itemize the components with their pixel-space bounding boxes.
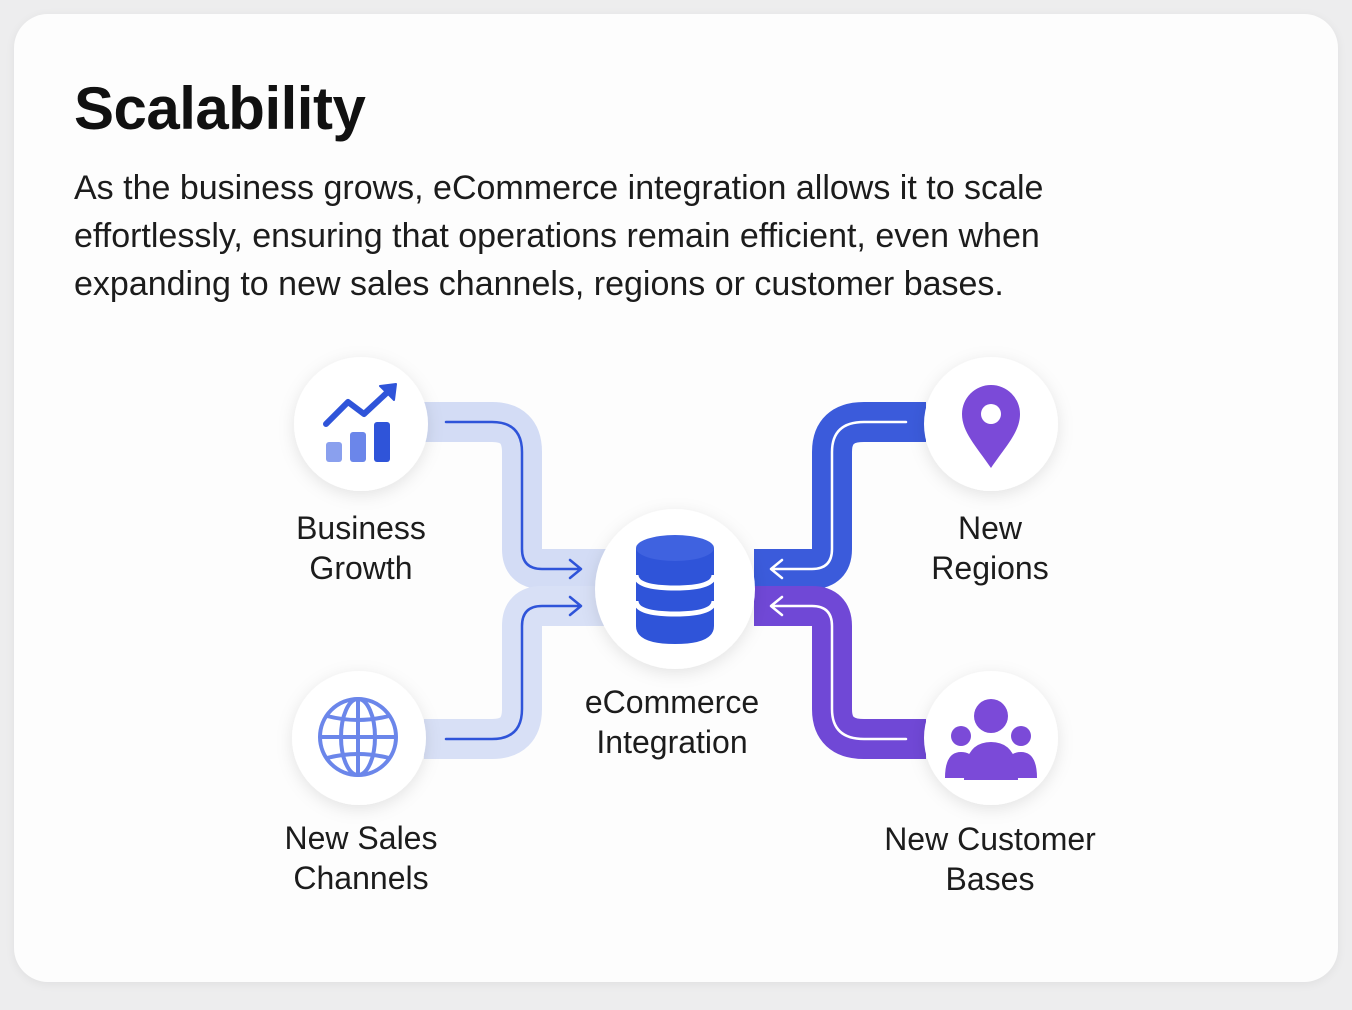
ecommerce-integration-label-line2: Integration [596, 724, 748, 760]
new-sales-channels-label-line1: New Sales [284, 820, 438, 856]
page-description: As the business grows, eCommerce integra… [74, 169, 1044, 303]
connector-arrow-new-regions [769, 420, 908, 580]
new-customer-bases-label-line1: New Customer [884, 821, 1096, 857]
ecommerce-integration-label: eCommerce Integration [522, 682, 822, 762]
new-customer-bases-node [924, 671, 1058, 805]
new-customer-bases-label-line2: Bases [945, 861, 1035, 897]
connector-arrow-new-customer-bases [769, 595, 908, 741]
new-sales-channels-label: New Sales Channels [211, 818, 511, 898]
location-pin-icon [962, 385, 1020, 468]
scalability-card: Scalability As the business grows, eComm… [14, 14, 1338, 982]
new-regions-label-line2: Regions [931, 550, 1049, 586]
users-icon [945, 699, 1037, 780]
integration-diagram [292, 357, 1058, 805]
new-customer-bases-label: New Customer Bases [840, 819, 1140, 899]
globe-icon [318, 697, 398, 777]
connector-arrow-business-growth [444, 420, 583, 580]
ecommerce-integration-label-line1: eCommerce [584, 684, 760, 720]
connector-arrow-new-sales-channels [444, 595, 583, 741]
business-growth-label: Business Growth [211, 508, 511, 588]
business-growth-label-line1: Business [296, 510, 426, 546]
database-icon [633, 535, 717, 644]
business-growth-node [294, 357, 428, 491]
growth-chart-icon [323, 383, 397, 462]
new-regions-label: New Regions [840, 508, 1140, 588]
page-title: Scalability [74, 75, 366, 142]
new-sales-channels-label-line2: Channels [293, 860, 429, 896]
business-growth-label-line2: Growth [309, 550, 413, 586]
new-regions-label-line1: New [957, 510, 1022, 546]
